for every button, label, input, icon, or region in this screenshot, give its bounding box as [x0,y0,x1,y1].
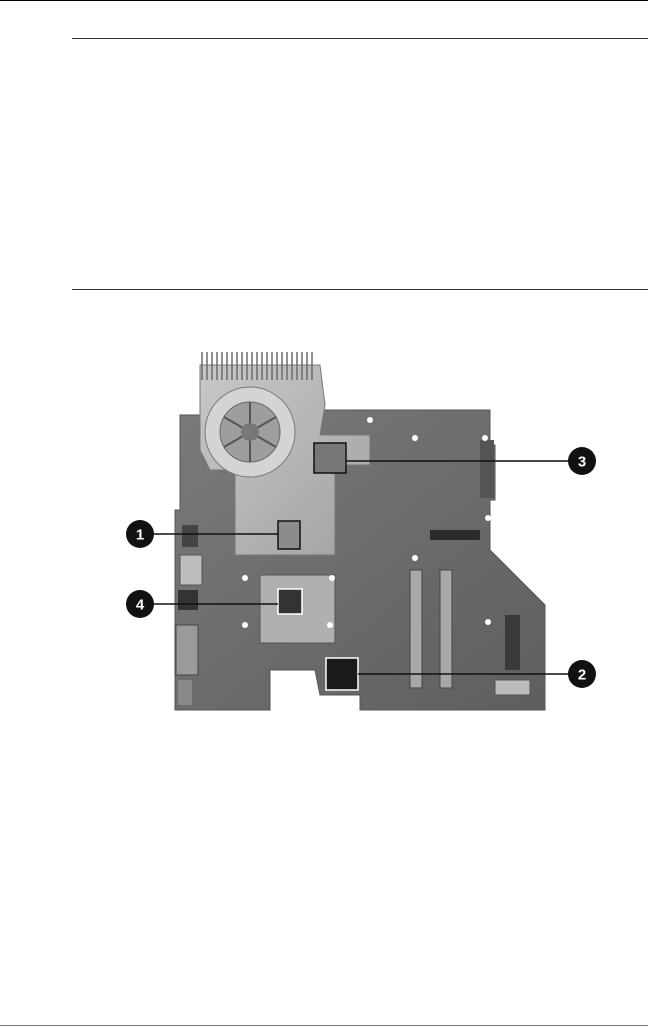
fan-hub [241,423,259,441]
component-box-1 [278,521,300,549]
callout-1: 1 [126,520,154,548]
svg-text:2: 2 [578,667,586,684]
svg-text:3: 3 [578,454,586,471]
side-connector-1 [182,525,198,547]
board-connector-top [430,530,480,540]
page-bottom-rule [0,1025,648,1026]
system-board-figure: 3 1 4 2 [120,340,620,720]
side-connector-2 [180,555,202,585]
section-rule-bottom [72,289,648,290]
vga-connector [176,625,198,675]
component-box-4 [278,589,302,614]
component-box-2 [326,658,358,690]
board-connector-bottom [495,680,530,695]
side-connector-4 [178,680,192,705]
callout-4: 4 [126,590,154,618]
board-connector-edge [480,440,494,498]
component-box-3 [314,443,346,473]
side-connector-3 [178,590,198,610]
memory-slot-1 [410,570,422,688]
system-board-illustration: 3 1 4 2 [120,340,620,720]
svg-text:1: 1 [136,527,144,544]
svg-text:4: 4 [136,597,145,614]
board-connector-right [505,615,520,670]
callout-3: 3 [568,447,596,475]
section-rule-top [72,38,648,39]
callout-2: 2 [568,660,596,688]
page-top-rule [0,0,648,1]
memory-slot-2 [440,570,452,688]
